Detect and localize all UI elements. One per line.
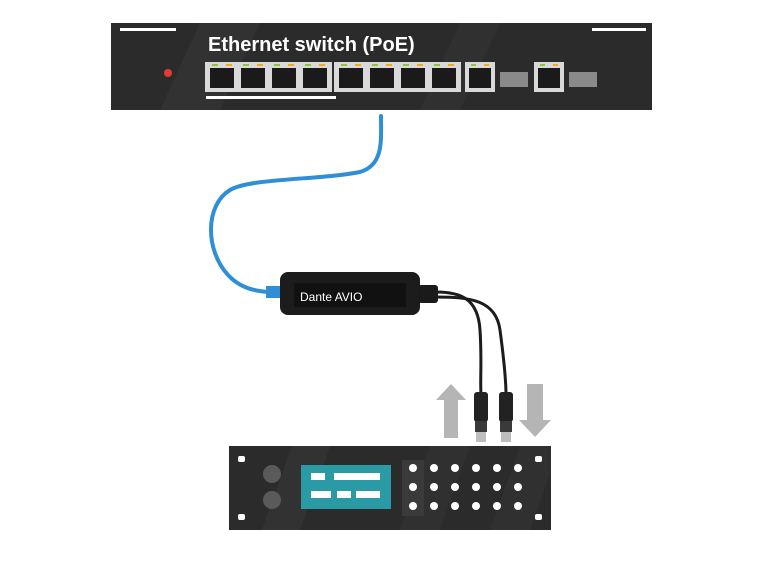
ethernet-cable [209,114,384,298]
rj45-port [432,64,456,88]
adapter-label: Dante AVIO [300,290,362,304]
display-segment [311,473,325,480]
console-jack [409,502,417,510]
uplink-port-1 [465,62,495,92]
arrow-down-icon [519,384,551,437]
console-jack [430,502,438,510]
ethernet-switch: Ethernet switch (PoE) [111,23,652,110]
console-jack [451,464,459,472]
rack-hole [535,514,542,520]
xlr-cable-left [435,290,483,396]
rj45-port [370,64,394,88]
jack-grid [409,464,522,510]
rj45-port [272,64,296,88]
rj45-port [401,64,425,88]
port-group-1 [205,62,332,92]
console-jack [451,502,459,510]
ethernet-cable-line [209,114,384,294]
switch-title: Ethernet switch (PoE) [208,34,415,56]
console-jack [514,502,522,510]
console-jack [493,502,501,510]
console-jack [514,464,522,472]
sfp-slot-2 [569,72,597,87]
console-jack [409,483,417,491]
rack-hole [238,456,245,462]
display-segment [356,491,380,498]
console-jack [430,464,438,472]
console-display [301,465,391,509]
sfp-slot-1 [500,72,528,87]
xlr-connector-left [474,392,488,442]
console-knob [263,465,281,483]
display-segment [334,473,380,480]
switch-edge-line [592,28,646,31]
adapter-cable-boot [418,285,438,303]
xlr-cables [435,290,513,442]
adapter-label-panel [294,283,406,307]
console-knob [263,491,281,509]
uplink-port-2 [534,62,564,92]
console-jack [493,464,501,472]
rj45-port [339,64,363,88]
console-jack [472,464,480,472]
rj45-plug [266,286,282,298]
rack-hole [535,456,542,462]
console-jack [451,483,459,491]
audio-console [229,446,551,530]
port-group-2 [334,62,461,92]
xlr-connector-right [499,392,513,442]
console-jack [514,483,522,491]
arrow-up-icon [436,384,466,438]
switch-edge-line [120,28,176,31]
power-led [164,69,172,77]
console-jack [493,483,501,491]
rj45-port [210,64,234,88]
rj45-port [241,64,265,88]
display-segment [311,491,331,498]
rj45-port [303,64,327,88]
console-jack [472,502,480,510]
switch-edge-line [206,96,336,99]
rack-hole [238,514,245,520]
xlr-cable-right [435,295,508,396]
console-jack [472,483,480,491]
dante-avio-adapter: Dante AVIO [280,272,438,315]
display-segment [337,491,351,498]
console-jack [409,464,417,472]
console-jack [430,483,438,491]
